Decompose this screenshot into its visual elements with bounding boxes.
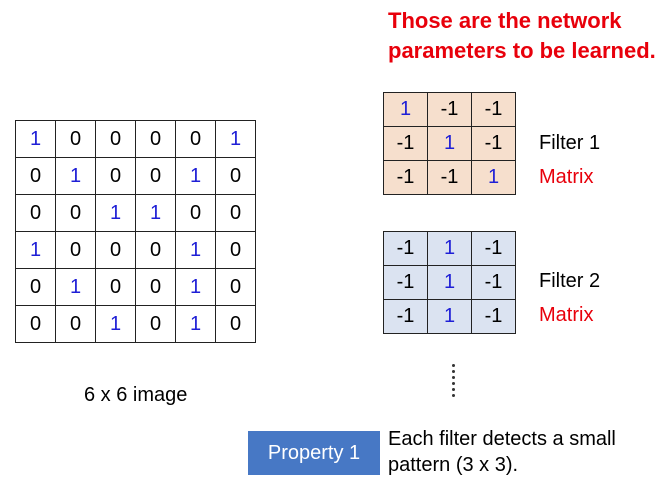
image-caption: 6 x 6 image (84, 384, 188, 406)
image-matrix-cell: 1 (175, 268, 216, 306)
image-matrix-cell: 0 (215, 231, 256, 269)
image-matrix-cell: 1 (215, 120, 256, 158)
filter-1-cell: 1 (427, 126, 472, 161)
property-description-line-1: Each filter detects a small (388, 428, 616, 450)
filter-1-cell: -1 (427, 160, 472, 195)
image-matrix-cell: 0 (95, 268, 136, 306)
filter-2-cell: 1 (427, 231, 472, 266)
image-matrix-cell: 1 (135, 194, 176, 232)
property-badge: Property 1 (248, 431, 380, 475)
image-matrix-cell: 0 (215, 268, 256, 306)
filter-2-cell: -1 (383, 265, 428, 300)
image-matrix-cell: 0 (55, 305, 96, 343)
image-matrix-cell: 0 (15, 194, 56, 232)
image-matrix-cell: 0 (95, 231, 136, 269)
image-matrix-cell: 0 (135, 157, 176, 195)
property-description-line-2: pattern (3 x 3). (388, 454, 519, 476)
image-matrix-cell: 0 (215, 194, 256, 232)
image-matrix-cell: 1 (15, 120, 56, 158)
filter-1-cell: -1 (427, 92, 472, 127)
filter-2-label-group: Filter 2 Matrix (539, 264, 600, 332)
filter-2-sublabel: Matrix (539, 304, 594, 326)
filter-1-cell: -1 (471, 126, 516, 161)
image-matrix-cell: 0 (95, 120, 136, 158)
image-matrix-cell: 0 (15, 268, 56, 306)
filter-2-cell: -1 (471, 265, 516, 300)
image-matrix-cell: 0 (175, 120, 216, 158)
image-matrix-cell: 1 (95, 305, 136, 343)
filter-2-cell: -1 (471, 299, 516, 334)
headline: Those are the network parameters to be l… (388, 6, 671, 66)
filter-2-cell: -1 (383, 231, 428, 266)
filter-1-label-group: Filter 1 Matrix (539, 126, 600, 194)
headline-line-2: parameters to be learned. (388, 38, 656, 63)
headline-line-1: Those are the network (388, 8, 622, 33)
filter-2-cell: 1 (427, 265, 472, 300)
property-description: Each filter detects a small pattern (3 x… (388, 426, 671, 478)
image-matrix-cell: 1 (175, 231, 216, 269)
filter-1-sublabel: Matrix (539, 166, 594, 188)
filter-1-cell: -1 (383, 160, 428, 195)
image-matrix-cell: 0 (135, 231, 176, 269)
image-matrix-cell: 0 (15, 305, 56, 343)
filter-1-cell: 1 (471, 160, 516, 195)
image-matrix-cell: 0 (55, 194, 96, 232)
image-matrix-cell: 0 (135, 120, 176, 158)
filter-2-cell: -1 (471, 231, 516, 266)
image-matrix-cell: 0 (215, 305, 256, 343)
filter-2-label: Filter 2 (539, 270, 601, 292)
image-matrix-cell: 1 (175, 305, 216, 343)
filter-2-cell: 1 (427, 299, 472, 334)
image-matrix-cell: 1 (55, 268, 96, 306)
vertical-ellipsis-icon (446, 364, 460, 404)
image-matrix-cell: 0 (15, 157, 56, 195)
image-matrix-cell: 0 (175, 194, 216, 232)
filter-1-label: Filter 1 (539, 132, 601, 154)
filter-2-cell: -1 (383, 299, 428, 334)
image-matrix-cell: 1 (95, 194, 136, 232)
image-matrix-cell: 0 (135, 268, 176, 306)
image-matrix-cell: 1 (15, 231, 56, 269)
filter-1-cell: -1 (383, 126, 428, 161)
image-matrix-cell: 0 (95, 157, 136, 195)
image-matrix-cell: 0 (55, 231, 96, 269)
image-matrix-cell: 0 (215, 157, 256, 195)
filter-1-cell: -1 (471, 92, 516, 127)
image-matrix-cell: 1 (175, 157, 216, 195)
image-matrix-cell: 0 (55, 120, 96, 158)
filter-1-cell: 1 (383, 92, 428, 127)
image-matrix-cell: 1 (55, 157, 96, 195)
filter-1-row: 1-1-1 (383, 92, 516, 127)
image-matrix-cell: 0 (135, 305, 176, 343)
